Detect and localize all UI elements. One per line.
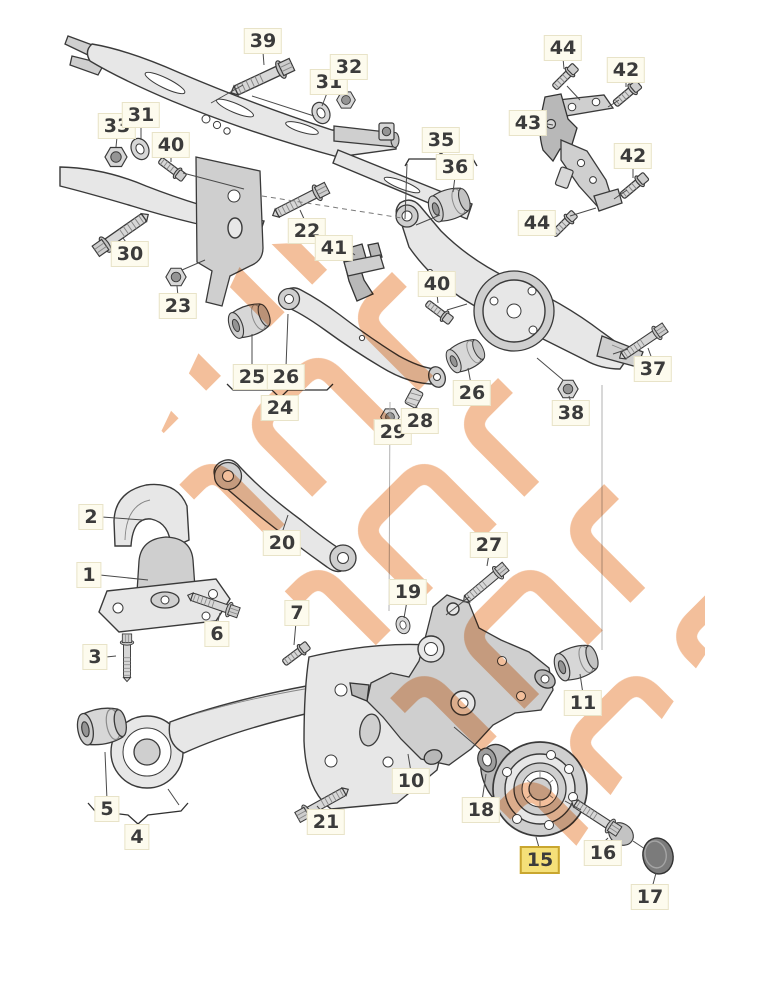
part-callout-25-20[interactable]: 25 [232,364,272,390]
part-callout-30-6[interactable]: 30 [110,241,150,267]
rear-subframe [59,35,473,307]
part-callout-32-2[interactable]: 32 [329,54,369,80]
bolt-42-top [610,78,644,110]
part-callout-40-5[interactable]: 40 [151,132,191,158]
part-callout-11-34[interactable]: 11 [563,690,603,716]
part-callout-39-0[interactable]: 39 [243,28,283,54]
part-callout-4-36[interactable]: 4 [124,824,150,850]
part-callout-1-30[interactable]: 1 [76,562,102,588]
part-callout-31-4[interactable]: 31 [121,102,161,128]
part-callout-42-13[interactable]: 42 [606,57,646,83]
part-callout-43-14[interactable]: 43 [508,110,548,136]
part-callout-6-32[interactable]: 6 [204,621,230,647]
part-callout-35-10[interactable]: 35 [421,127,461,153]
trailing-arm [110,643,454,810]
bolt-7 [279,639,313,669]
part-callout-26-21[interactable]: 26 [266,364,306,390]
bolt-42-bottom [617,170,651,202]
part-callout-44-16[interactable]: 44 [517,210,557,236]
part-callout-24-22[interactable]: 24 [260,395,300,421]
part-callout-5-35[interactable]: 5 [94,796,120,822]
part-callout-44-12[interactable]: 44 [543,35,583,61]
part-callout-19-28[interactable]: 19 [388,579,428,605]
part-callout-36-11[interactable]: 36 [435,154,475,180]
part-callout-26-25[interactable]: 26 [452,380,492,406]
nut-23 [165,267,187,287]
screw-3 [119,633,135,682]
part-callout-42-15[interactable]: 42 [613,143,653,169]
part-callout-18-39[interactable]: 18 [461,797,501,823]
bolt-39 [226,55,297,103]
axle-mount [98,536,231,633]
bolt-44-top [549,61,581,93]
part-callout-40-17[interactable]: 40 [417,271,457,297]
part-callout-21-37[interactable]: 21 [306,809,346,835]
part-callout-23-8[interactable]: 23 [158,293,198,319]
part-callout-27-27[interactable]: 27 [469,532,509,558]
part-callout-28-24[interactable]: 28 [400,408,440,434]
sensor-bracket-assembly [539,93,623,212]
nut-38 [557,379,579,399]
dust-cap-17 [638,834,678,878]
part-callout-7-33[interactable]: 7 [284,600,310,626]
washer-31-left [127,134,153,164]
part-callout-10-38[interactable]: 10 [391,768,431,794]
part-callout-38-19[interactable]: 38 [551,400,591,426]
nut-33 [104,146,128,168]
bolt-40-left [155,154,189,184]
part-callout-15-40[interactable]: 15 [519,846,561,874]
washer-31-right [308,98,334,128]
part-callout-17-42[interactable]: 17 [630,884,670,910]
part-callout-16-41[interactable]: 16 [583,840,623,866]
part-callout-20-26[interactable]: 20 [262,530,302,556]
part-callout-37-18[interactable]: 37 [633,356,673,382]
part-callout-2-29[interactable]: 2 [78,504,104,530]
part-callout-41-9[interactable]: 41 [314,235,354,261]
part-callout-3-31[interactable]: 3 [82,644,108,670]
